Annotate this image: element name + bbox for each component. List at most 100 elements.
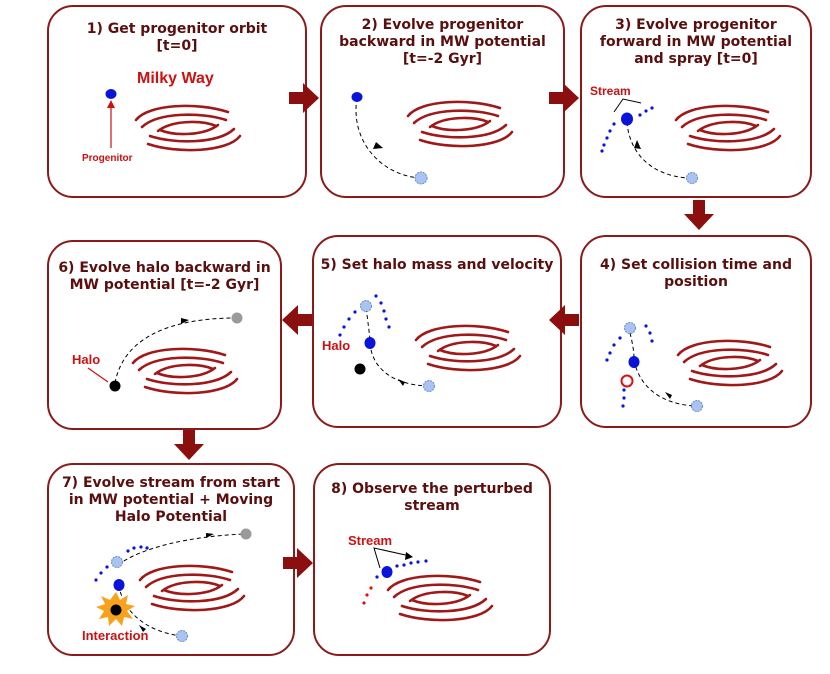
- progenitor-dot-5: [364, 337, 376, 349]
- progenitor-dot-3: [621, 112, 633, 126]
- orbit-4b: [629, 332, 635, 361]
- panel-2-title: 2) Evolve progenitor backward in MW pote…: [322, 17, 563, 68]
- halo-label-6: Halo: [72, 352, 101, 367]
- milky-way-label: Milky Way: [137, 70, 214, 87]
- panel-5-step: 5): [320, 257, 337, 273]
- panel-5-title-text: Set halo mass and velocity: [341, 257, 554, 273]
- progenitor-label: Progenitor: [82, 153, 133, 164]
- galaxy-2: [406, 100, 514, 148]
- past-progenitor-2: [414, 171, 428, 185]
- halo-dot-6: [109, 380, 121, 392]
- halo-past-dot-6: [231, 312, 243, 324]
- orbit-4: [633, 359, 698, 407]
- flow-arrow-4-5: [549, 305, 579, 335]
- past-progenitor-4b: [691, 400, 703, 412]
- orbit-backward-2: [355, 97, 421, 179]
- panel-1-title-text: Get progenitor orbit [t=0]: [107, 21, 268, 54]
- panel-8-title: 8) Observe the perturbed stream: [315, 481, 549, 515]
- flow-arrow-1-2: [289, 83, 319, 113]
- panel-7: 7) Evolve stream from start in MW potent…: [47, 463, 295, 656]
- stream-pointer-8: [373, 547, 411, 569]
- panel-8-title-text: Observe the perturbed stream: [352, 481, 533, 514]
- orbit-forward-3: [626, 121, 693, 179]
- progenitor-pointer-head: [107, 100, 115, 108]
- orbit-5: [369, 342, 429, 387]
- flow-arrow-6-7: [174, 430, 204, 460]
- galaxy-1: [134, 104, 242, 152]
- stream-label-3: Stream: [590, 84, 631, 98]
- galaxy-8: [386, 574, 494, 622]
- halo-past-dot-7: [240, 528, 252, 540]
- panel-1-step: 1): [86, 21, 103, 37]
- stream-dots-4: [605, 324, 654, 408]
- orbit-arrowhead-5: [398, 379, 405, 386]
- panel-7-step: 7): [61, 475, 79, 491]
- stream-dots-8: [375, 559, 428, 579]
- panel-3: 3) Evolve progenitor forward in MW poten…: [580, 5, 812, 198]
- panel-6-title-text: Evolve halo backward in MW potential [t=…: [69, 260, 271, 293]
- progenitor-dot-2: [351, 92, 363, 102]
- halo-orbit-6: [114, 317, 237, 384]
- panel-1-title: 1) Get progenitor orbit [t=0]: [49, 21, 305, 55]
- panel-8-step: 8): [331, 481, 348, 497]
- stream-dots-5: [338, 294, 391, 337]
- panel-5: 5) Set halo mass and velocity: [312, 235, 562, 428]
- stream-label-8: Stream: [348, 533, 393, 548]
- flow-arrow-3-4: [684, 200, 714, 230]
- panel-4-title: 4) Set collision time and position: [582, 257, 810, 291]
- panel-1: 1) Get progenitor orbit [t=0]: [47, 5, 307, 198]
- halo-dot-7: [110, 604, 122, 616]
- halo-label-5: Halo: [322, 338, 351, 353]
- halo-orbit-arrowhead-7: [206, 533, 214, 538]
- panel-2-title-text: Evolve progenitor backward in MW potenti…: [339, 17, 546, 67]
- panel-4-title-text: Set collision time and position: [621, 257, 792, 290]
- past-progenitor-7b: [176, 630, 188, 642]
- panel-7-title-text: Evolve stream from start in MW potential…: [68, 475, 281, 525]
- progenitor-dot-1: [105, 89, 117, 99]
- past-progenitor-7a: [111, 556, 123, 568]
- past-progenitor-3: [686, 172, 698, 184]
- orbit-arrowhead-7: [139, 625, 146, 632]
- orbit-7: [118, 584, 183, 637]
- panel-6-step: 6): [58, 260, 75, 276]
- panel-2-step: 2): [361, 17, 378, 33]
- progenitor-dot-7: [113, 579, 125, 591]
- panel-6: 6) Evolve halo backward in MW potential …: [47, 240, 282, 430]
- galaxy-3: [674, 104, 782, 152]
- panel-8: 8) Observe the perturbed stream: [313, 463, 551, 656]
- orbit-5b: [365, 307, 371, 341]
- orbit-arrowhead-3: [634, 140, 641, 149]
- stream-pointer-3: [613, 98, 642, 113]
- galaxy-4: [676, 339, 784, 387]
- halo-orbit-7: [117, 533, 246, 566]
- orbit-arrowhead-4: [665, 392, 672, 399]
- orbit-arrowhead-2: [373, 142, 383, 149]
- panel-2: 2) Evolve progenitor backward in MW pote…: [320, 5, 565, 198]
- panel-6-title: 6) Evolve halo backward in MW potential …: [49, 260, 280, 294]
- halo-dot-5: [354, 363, 366, 375]
- galaxy-7: [138, 564, 246, 612]
- interaction-label: Interaction: [82, 628, 149, 643]
- past-progenitor-5a: [360, 300, 372, 312]
- galaxy-5: [414, 324, 522, 372]
- past-progenitor-5b: [423, 380, 435, 392]
- progenitor-dot-8: [381, 566, 393, 578]
- stream-dots-3: [600, 106, 654, 153]
- past-progenitor-4a: [624, 322, 636, 334]
- panel-3-title: 3) Evolve progenitor forward in MW poten…: [582, 17, 810, 68]
- panel-5-title: 5) Set halo mass and velocity: [314, 257, 560, 274]
- flow-arrow-5-6: [282, 305, 312, 335]
- stream-dots-7: [94, 545, 149, 582]
- panel-3-title-text: Evolve progenitor forward in MW potentia…: [599, 17, 793, 67]
- panel-3-step: 3): [615, 17, 632, 33]
- halo-pointer-6: [87, 367, 109, 383]
- panel-4-step: 4): [600, 257, 617, 273]
- stream-pointer-head-8: [405, 552, 413, 560]
- flow-arrow-7-8: [283, 548, 313, 578]
- flow-arrow-2-3: [549, 83, 579, 113]
- halo-orbit-arrowhead-6: [181, 318, 189, 324]
- panel-4: 4) Set collision time and position: [580, 235, 812, 428]
- progenitor-dot-4: [628, 356, 640, 368]
- galaxy-6: [131, 347, 239, 395]
